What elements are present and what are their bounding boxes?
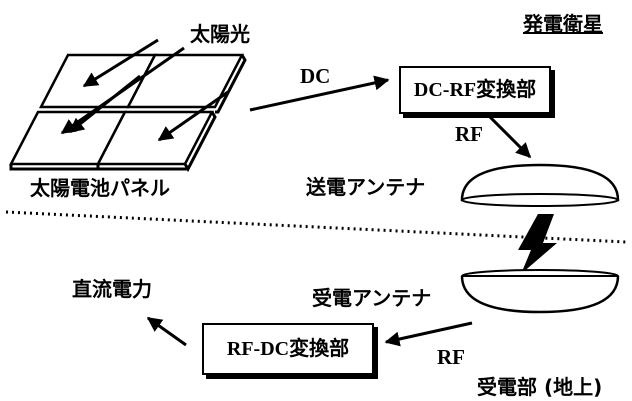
rx-antenna-label: 受電アンテナ [312,286,432,310]
dc-power-arrow [146,316,187,347]
rf-label-bottom: RF [437,345,465,369]
solar-panel-grid [8,53,247,173]
microwave-beam-bolt [518,214,557,274]
satellite-label: 発電衛星 [523,12,603,36]
rx-antenna-dish [460,269,620,314]
solar-panel-label: 太陽電池パネル [30,176,170,200]
sunlight-arrows [60,38,229,142]
dc-rf-converter-label: DC-RF変換部 [413,79,537,101]
receiver-label: 受電部 (地上) [477,375,603,399]
tx-antenna-label: 送電アンテナ [306,175,426,199]
rf-arrow-top [488,115,532,159]
dc-rf-converter-box: DC-RF変換部 [399,66,551,114]
rf-arrow-bottom [384,321,473,347]
dc-label: DC [300,64,331,88]
sunlight-label: 太陽光 [190,22,250,46]
tx-antenna-dome [460,163,620,207]
rf-label-top: RF [455,122,483,146]
space-ground-divider [5,210,627,244]
rf-dc-converter-label: RF-DC変換部 [226,338,350,360]
dc-power-label: 直流電力 [72,277,152,301]
rf-dc-converter-box: RF-DC変換部 [202,323,374,375]
dc-arrow [249,75,390,112]
